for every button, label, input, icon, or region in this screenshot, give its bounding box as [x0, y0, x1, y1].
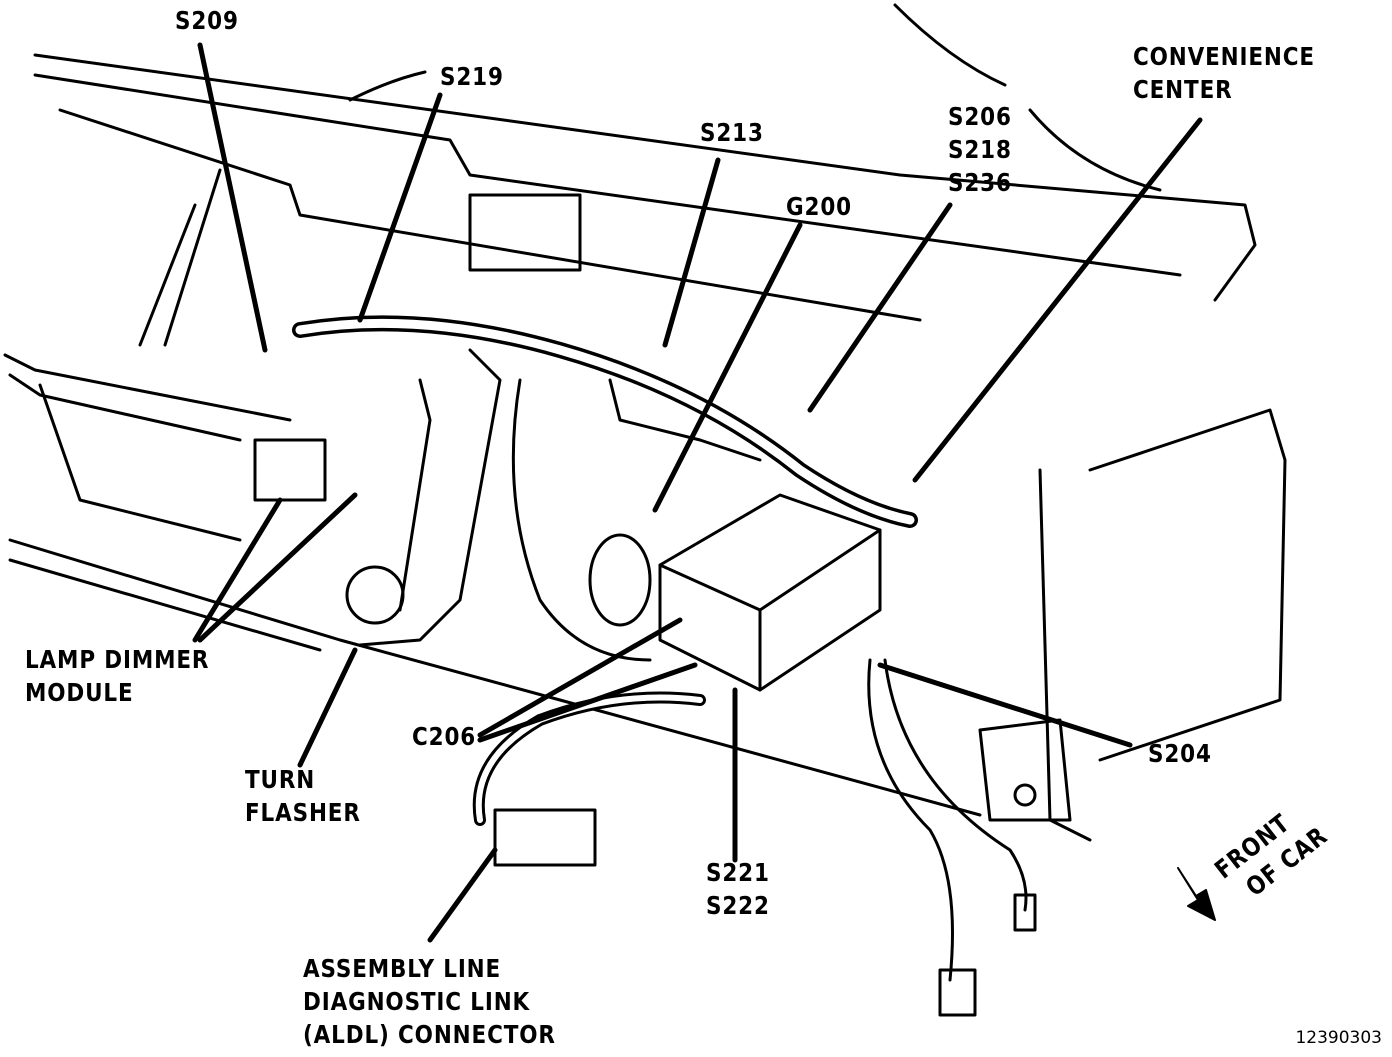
convenience-box-front: [658, 563, 762, 692]
label-lamp-dimmer-module: LAMP DIMMER MODULE: [25, 645, 210, 707]
aldl-body: [493, 808, 597, 867]
rear-arc: [893, 3, 1007, 87]
left-bottom-rail: [8, 538, 982, 817]
vertical-post: [163, 168, 222, 347]
label-c206: C206: [412, 722, 477, 751]
left-dash-face-2: [8, 373, 242, 442]
label-turn-flasher: TURN FLASHER: [245, 765, 361, 827]
drop-wire: [867, 658, 954, 982]
label-convenience-center: CONVENIENCE CENTER: [1133, 42, 1315, 104]
lamp-dimmer-body: [253, 438, 327, 502]
label-front-of-car: FRONT OF CAR: [1209, 808, 1333, 902]
document-number: 12390303: [1295, 1028, 1382, 1048]
upper-panel-edge: [33, 53, 1257, 302]
label-g200: G200: [786, 192, 852, 221]
label-s204: S204: [1148, 739, 1212, 768]
label-s206-s218-s236: S206 S218 S236: [948, 102, 1012, 197]
pigtail-connector: [938, 968, 977, 1017]
blower-motor: [588, 533, 652, 627]
left-bottom-rail-2: [8, 558, 322, 652]
convenience-box-side: [758, 528, 882, 692]
upper-panel-edge-3: [58, 108, 922, 322]
right-knee-panel: [1088, 408, 1287, 762]
front-of-car-indicator: FRONT OF CAR: [1168, 800, 1358, 930]
label-aldl-connector: ASSEMBLY LINE DIAGNOSTIC LINK (ALDL) CON…: [303, 954, 556, 1049]
center-bracket: [358, 348, 502, 647]
rear-arc-2: [1028, 108, 1162, 192]
center-bracket-2: [398, 378, 432, 612]
left-dash-face: [3, 353, 292, 422]
drop-wire-2: [883, 658, 1028, 912]
upper-connector: [468, 193, 582, 272]
vertical-post-2: [138, 203, 197, 347]
right-lower-bracket: [978, 718, 1072, 822]
blower-housing: [511, 378, 652, 662]
front-of-car-arrow-shape: [1177, 867, 1216, 921]
upper-panel-edge-2: [33, 73, 1182, 277]
label-s209: S209: [175, 6, 239, 35]
left-lower-edge: [38, 383, 242, 542]
main-harness-inner: [295, 318, 915, 525]
turn-flasher-can: [345, 565, 405, 625]
label-s221-s222: S221 S222: [706, 858, 770, 920]
bolt-hole: [1013, 783, 1037, 807]
leader-lines: [192, 42, 1203, 943]
main-harness: [292, 315, 918, 528]
small-connector: [1013, 893, 1037, 932]
blower-housing-2: [608, 378, 762, 462]
label-s219: S219: [440, 62, 504, 91]
sketch-mark: [348, 70, 427, 102]
label-s213: S213: [700, 118, 764, 147]
convenience-box-top: [658, 493, 882, 612]
